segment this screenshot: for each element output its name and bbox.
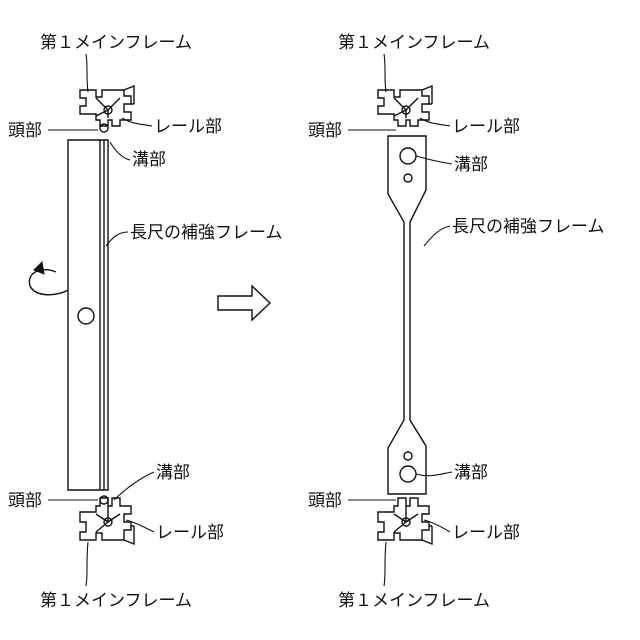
label-left-bottom-groove: 溝部 <box>156 463 190 483</box>
left-bottom-extrusion-profile <box>80 496 134 544</box>
label-left-bottom-rail: レール部 <box>156 523 224 543</box>
right-leader-lines <box>348 54 452 586</box>
label-left-top-groove: 溝部 <box>132 150 166 170</box>
left-stiffener-frame <box>68 140 108 490</box>
left-top-extrusion-profile <box>80 86 134 132</box>
label-right-bottom-head: 頭部 <box>308 491 342 511</box>
right-figure: 第１メインフレーム 頭部 レール部 溝部 長尺の補強フレーム 溝部 頭部 レール… <box>308 33 605 611</box>
label-right-top-head: 頭部 <box>308 121 342 141</box>
label-right-top-groove: 溝部 <box>454 155 488 175</box>
right-stiffener-frame <box>388 136 426 494</box>
left-figure: 第１メインフレーム 頭部 レール部 溝部 長尺の補強フレーム 溝部 頭部 レール… <box>8 33 283 611</box>
label-right-bottom-groove: 溝部 <box>454 463 488 483</box>
label-right-top-main-frame: 第１メインフレーム <box>338 33 490 53</box>
label-left-top-head: 頭部 <box>8 121 42 141</box>
label-right-stiffener: 長尺の補強フレーム <box>452 217 605 237</box>
label-left-bottom-head: 頭部 <box>8 491 42 511</box>
label-left-stiffener: 長尺の補強フレーム <box>130 223 283 243</box>
rotate-arrow-icon <box>29 262 68 295</box>
right-bottom-extrusion-profile <box>378 498 432 544</box>
left-leader-lines <box>48 54 154 586</box>
right-arrow-icon <box>218 286 270 320</box>
label-left-top-main-frame: 第１メインフレーム <box>40 33 192 53</box>
label-left-top-rail: レール部 <box>154 117 222 137</box>
label-right-bottom-main-frame: 第１メインフレーム <box>338 591 490 611</box>
label-left-bottom-main-frame: 第１メインフレーム <box>40 591 192 611</box>
label-right-top-rail: レール部 <box>452 117 520 137</box>
label-right-bottom-rail: レール部 <box>452 523 520 543</box>
